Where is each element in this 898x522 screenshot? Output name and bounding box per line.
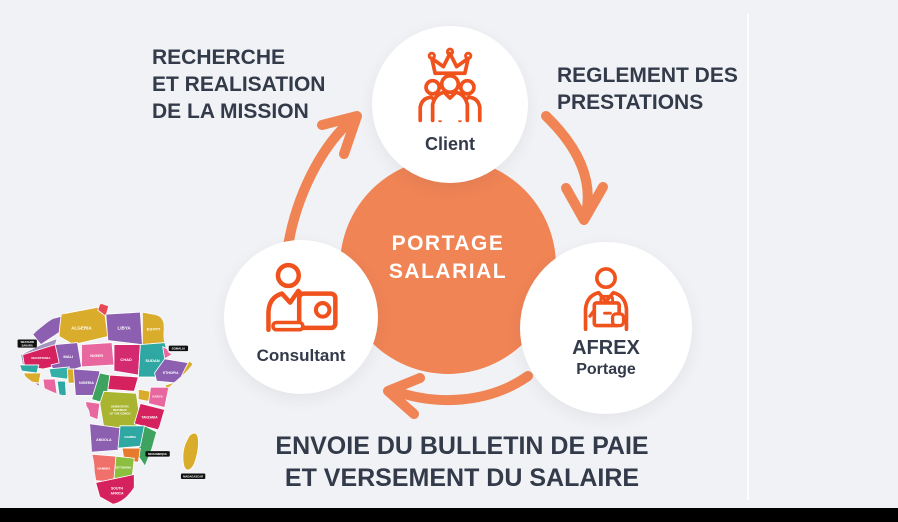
node-afrex: AFREX Portage: [520, 242, 692, 414]
arrow-client-to-afrex: [541, 111, 608, 225]
caption-recherche-line2: ET REALISATION: [152, 73, 326, 96]
country-angola: [89, 423, 121, 453]
node-consultant: Consultant: [224, 240, 378, 394]
afrex-label-line1: AFREX: [572, 337, 640, 359]
vertical-divider: [747, 14, 749, 500]
map-label-somalia: SOMALIA: [172, 347, 186, 351]
caption-recherche: RECHERCHE ET REALISATION DE LA MISSION: [152, 44, 325, 125]
chip-madagascar: [180, 473, 206, 479]
map-label-western-sahara-line2: SAHARA: [22, 343, 33, 347]
country-gabon: [85, 401, 101, 421]
employee-briefcase-icon: [583, 267, 629, 332]
caption-reglement-line2: PRESTATIONS: [557, 91, 704, 114]
client-group-crown-icon: [418, 47, 482, 123]
map-label-madagascar: MADAGASCAR: [183, 475, 203, 479]
center-title-line1: PORTAGE: [391, 232, 505, 255]
country-ivory-coast: [42, 378, 58, 396]
center-title: PORTAGE SALARIAL: [340, 230, 556, 286]
client-label: Client: [424, 134, 475, 154]
map-label-kenya: KENYA: [152, 394, 163, 398]
map-label-nigeria: NIGERIA: [79, 381, 94, 385]
country-guinea: [23, 372, 42, 384]
country-burkina-faso: [48, 366, 70, 380]
map-label-mozambique: MOZAMBIQUE: [148, 452, 167, 456]
map-label-algeria: ALGERIA: [71, 325, 92, 330]
caption-reglement: REGLEMENT DES PRESTATIONS: [557, 62, 738, 116]
country-central-african-republic: [107, 374, 139, 392]
map-label-sudan: SUDAN: [145, 358, 159, 363]
map-label-drc-line3: OF THE CONGO: [110, 412, 131, 416]
caption-recherche-line3: DE LA MISSION: [152, 100, 309, 123]
caption-reglement-line1: REGLEMENT DES: [557, 64, 738, 87]
map-label-libya: LIBYA: [117, 325, 131, 330]
country-madagascar: [182, 432, 199, 471]
map-label-egypt: EGYPT: [147, 326, 161, 331]
map-label-tanzania: TANZANIA: [141, 416, 158, 420]
map-label-botswana: BOTSWANA: [115, 465, 132, 469]
map-label-mali: MALI: [63, 354, 73, 359]
map-label-niger: NIGER: [90, 353, 103, 358]
caption-envoie: ENVOIE DU BULLETIN DE PAIE ET VERSEMENT …: [212, 430, 712, 494]
country-kenya: [148, 386, 170, 408]
map-label-south-africa-line2: AFRICA: [111, 491, 125, 495]
chip-western-sahara: [17, 339, 37, 348]
map-label-drc-line2: REPUBLIC: [113, 408, 127, 412]
map-label-mauritania: MAURITANIA: [31, 356, 51, 360]
map-label-namibia: NAMIBIA: [97, 466, 111, 470]
consultant-label: Consultant: [256, 346, 346, 365]
chip-mozambique: [145, 451, 170, 457]
afrex-label-line2: Portage: [576, 361, 636, 378]
country-senegal: [19, 364, 40, 374]
caption-envoie-line2: ET VERSEMENT DU SALAIRE: [284, 464, 640, 492]
caption-envoie-line1: ENVOIE DU BULLETIN DE PAIE: [275, 432, 649, 460]
country-mozambique: [133, 425, 157, 469]
arrow-afrex-to-consultant: [383, 371, 533, 419]
map-label-western-sahara-line1: WESTERN: [21, 340, 34, 344]
country-ghana: [56, 380, 67, 396]
arrow-consultant-to-client: [283, 111, 362, 251]
consultant-laptop-icon: [266, 262, 338, 332]
bottom-black-bar: [0, 508, 898, 522]
map-label-chad: CHAD: [120, 357, 132, 362]
map-label-angola: ANGOLA: [96, 438, 112, 442]
chip-somalia: [168, 345, 189, 352]
afrex-label: AFREX Portage: [520, 338, 692, 380]
map-label-drc-line1: DEMOCRATIC: [111, 405, 129, 409]
map-label-ethiopia: ETHIOPIA: [163, 371, 179, 375]
country-sierra-leone: [27, 382, 43, 394]
node-client: Client: [372, 26, 528, 183]
caption-recherche-line1: RECHERCHE: [152, 46, 286, 69]
africa-political-map: ALGERIA LIBYA EGYPT MAURITANIA MALI NIGE…: [17, 304, 206, 505]
center-title-line2: SALARIAL: [388, 260, 508, 283]
map-label-south-africa-line1: SOUTH: [111, 487, 124, 491]
map-label-zambia: ZAMBIA: [124, 435, 137, 439]
